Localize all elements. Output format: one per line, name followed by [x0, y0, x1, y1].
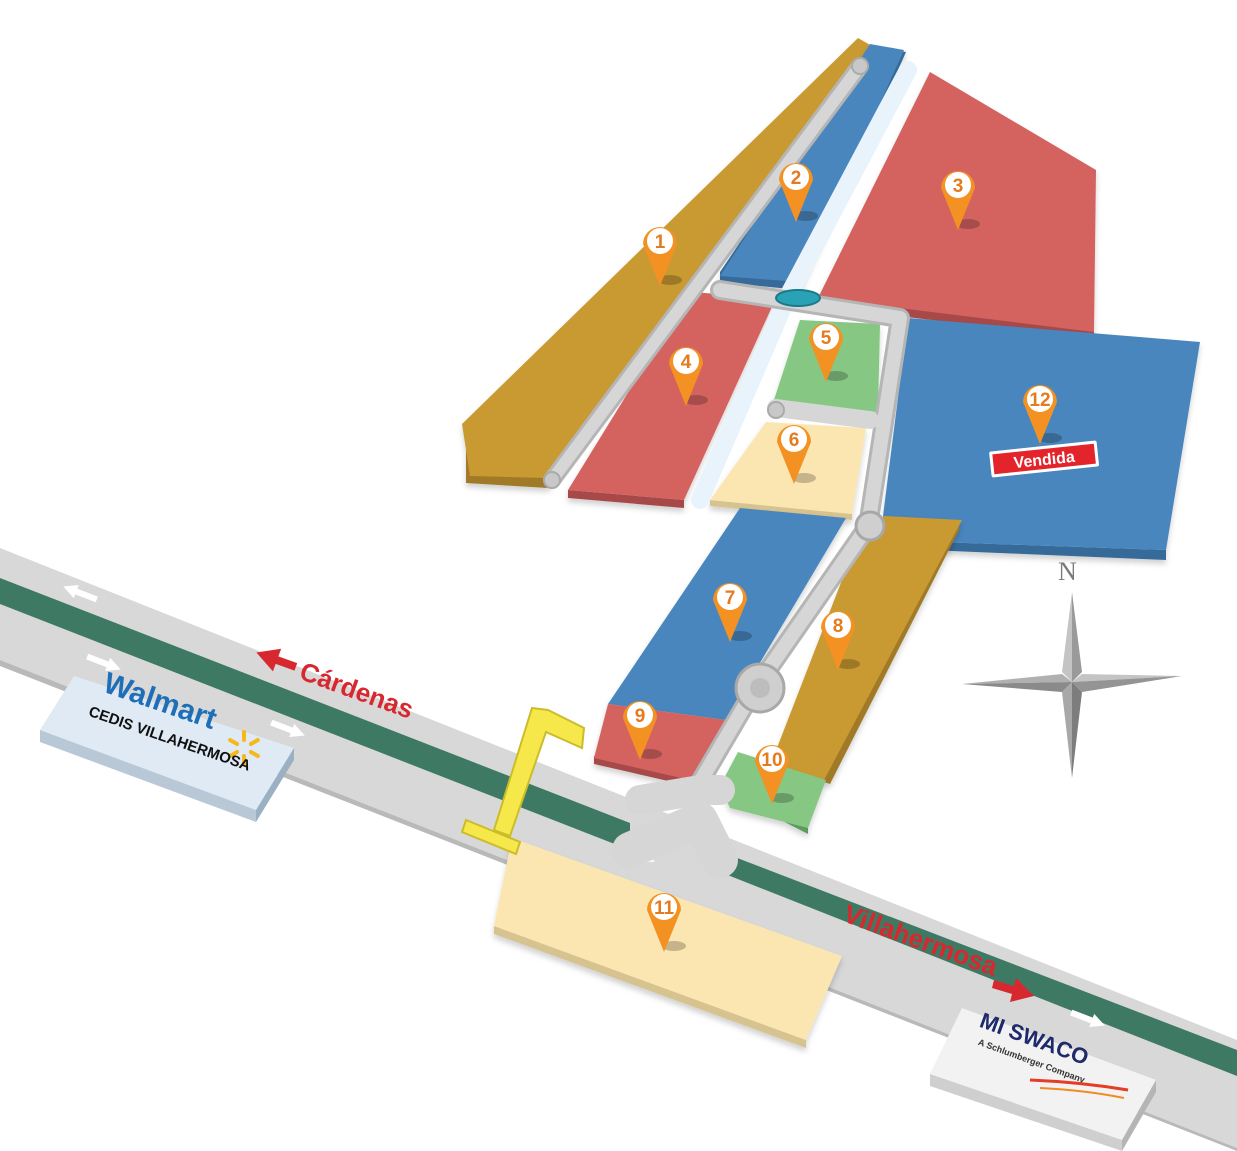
- pin-shadow: [836, 659, 860, 669]
- median-left: [0, 578, 630, 850]
- pin-shadow: [794, 211, 818, 221]
- walmart-sign: Walmart CEDIS VILLAHERMOSA: [40, 667, 294, 822]
- pin-shadow: [638, 749, 662, 759]
- lot-pin-7[interactable]: 7: [713, 583, 752, 642]
- pin-shadow: [684, 395, 708, 405]
- lot-pin-8[interactable]: 8: [821, 611, 860, 670]
- pin-badge: [1027, 386, 1053, 412]
- sold-badge: Vendida: [989, 440, 1099, 478]
- lot-pin-3[interactable]: 3: [941, 171, 980, 230]
- pin-shadow: [658, 275, 682, 285]
- lot-number: 11: [654, 898, 675, 919]
- gate-structure: [460, 706, 586, 856]
- pin-shadow: [728, 631, 752, 641]
- lot-pin-11[interactable]: 11: [647, 893, 686, 952]
- pin-badge: [783, 164, 809, 190]
- pin-badge: [673, 348, 699, 374]
- lot-number: 10: [761, 750, 782, 771]
- pin-shadow: [824, 371, 848, 381]
- pin-badge: [627, 702, 653, 728]
- lot-pin-2[interactable]: 2: [779, 163, 818, 222]
- pin-shadow: [956, 219, 980, 229]
- lot-pin-4[interactable]: 4: [669, 347, 708, 406]
- roundabouts: [543, 57, 886, 714]
- lot-number: 7: [725, 588, 736, 609]
- pin-badge: [717, 584, 743, 610]
- pin-badge: [759, 746, 785, 772]
- lot-pin-6[interactable]: 6: [777, 425, 816, 484]
- lot-number: 4: [681, 352, 692, 373]
- lot-number: 2: [791, 168, 802, 189]
- arrow-left-icon: [256, 648, 298, 672]
- lot-2[interactable]: [720, 44, 906, 290]
- lot-pin-12[interactable]: 12: [1023, 385, 1062, 444]
- median-right: [706, 846, 1237, 1076]
- lot-number: 1: [655, 232, 666, 253]
- pin-badge: [647, 228, 673, 254]
- compass-rose: N: [962, 557, 1182, 778]
- walmart-spark-icon: [228, 730, 260, 766]
- lot-number: 5: [821, 328, 832, 349]
- lot-number: 6: [789, 430, 800, 451]
- pin-shadow: [770, 793, 794, 803]
- pin-shadow: [662, 941, 686, 951]
- pin-badge: [651, 894, 677, 920]
- lot-pin-9[interactable]: 9: [623, 701, 662, 760]
- svg-text:Vendida: Vendida: [1013, 449, 1076, 472]
- pin-badge: [825, 612, 851, 638]
- lot-pin-5[interactable]: 5: [809, 323, 848, 382]
- lot-8[interactable]: [770, 516, 962, 784]
- bridge: [775, 289, 821, 307]
- svg-text:N: N: [1058, 557, 1077, 586]
- pin-badge: [813, 324, 839, 350]
- lot-number: 12: [1029, 390, 1050, 411]
- pin-badge: [945, 172, 971, 198]
- lot-4[interactable]: [568, 292, 776, 508]
- lot-number: 3: [953, 176, 964, 197]
- lot-number: 8: [833, 616, 844, 637]
- lot-number: 9: [635, 706, 646, 727]
- pin-shadow: [1038, 433, 1062, 443]
- lot-pin-10[interactable]: 10: [755, 745, 794, 804]
- arrow-right-icon: [992, 978, 1034, 1002]
- pin-badge: [781, 426, 807, 452]
- pin-shadow: [792, 473, 816, 483]
- lot-pin-1[interactable]: 1: [643, 227, 682, 286]
